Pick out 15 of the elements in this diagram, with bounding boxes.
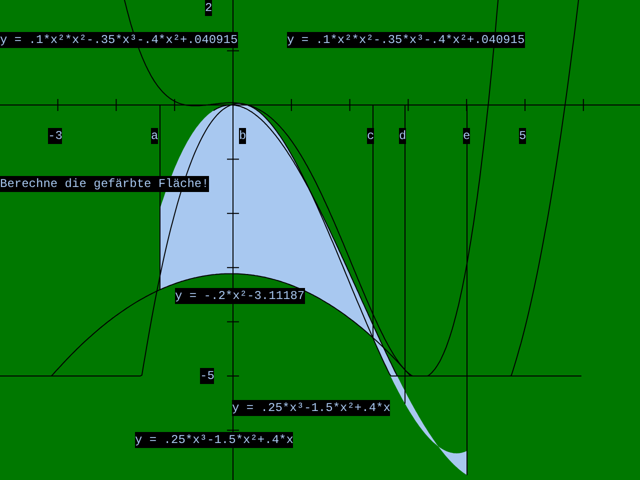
plot-label: 2 xyxy=(205,0,212,16)
plot-label: 5 xyxy=(519,128,526,144)
plot-label: y = -.2*x²-3.11187 xyxy=(175,288,305,304)
plot-label: -3 xyxy=(48,128,62,144)
plot-label: y = .1*x²*x²-.35*x³-.4*x²+.040915 xyxy=(287,32,525,48)
plot-label: Berechne die gefärbte Fläche! xyxy=(0,176,209,192)
plot-label: a xyxy=(151,128,158,144)
plot-label: y = .25*x³-1.5*x²+.4*x xyxy=(232,400,390,416)
plot-label: y = .1*x²*x²-.35*x³-.4*x²+.040915 xyxy=(0,32,238,48)
plot-label: -5 xyxy=(200,368,214,384)
plot-label: c xyxy=(367,128,374,144)
plot-label: d xyxy=(399,128,406,144)
plot-label: b xyxy=(239,128,246,144)
plot-label: e xyxy=(463,128,470,144)
plot-label: y = .25*x³-1.5*x²+.4*x xyxy=(135,432,294,448)
